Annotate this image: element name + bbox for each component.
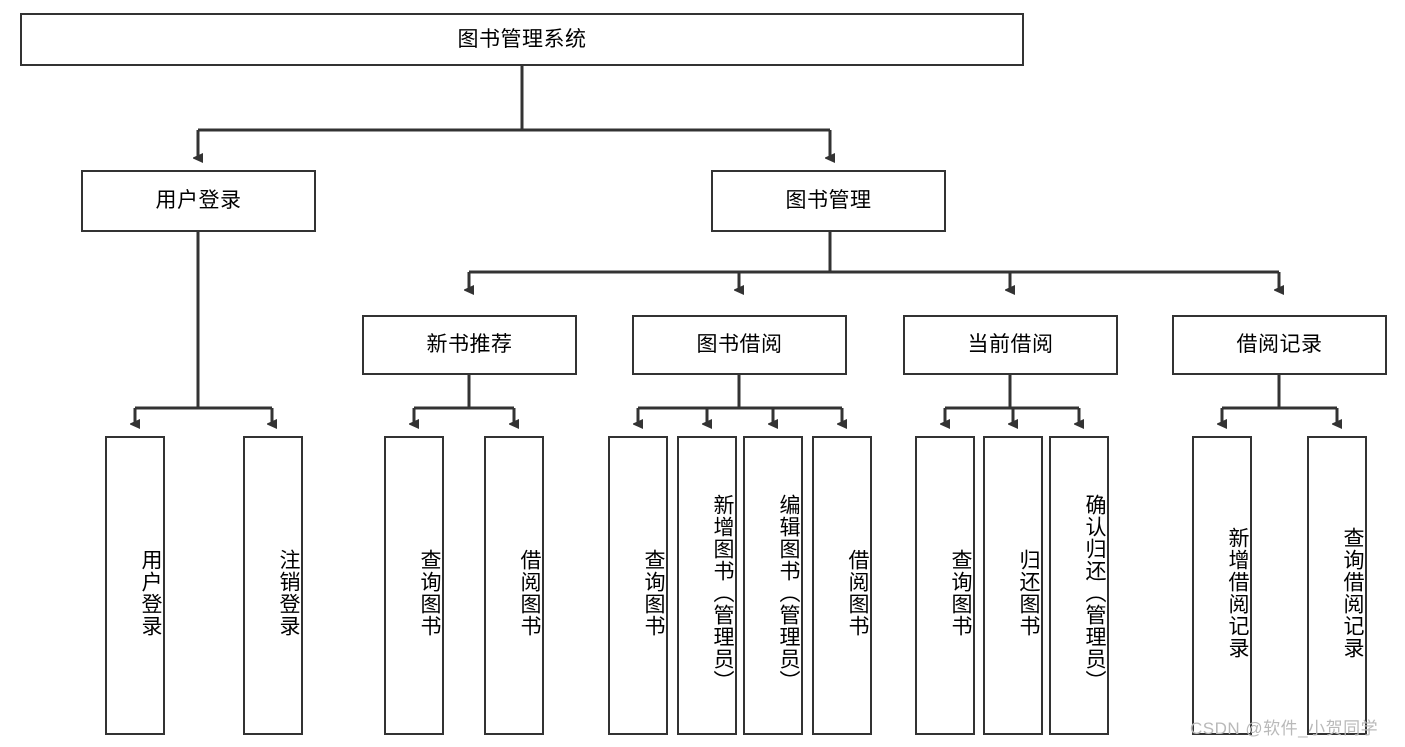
node-label: 注销登录 <box>277 548 300 637</box>
leaf-query-book-3[interactable]: 查询图书 <box>915 436 975 735</box>
node-label: 用户登录 <box>155 189 242 213</box>
leaf-logout-login[interactable]: 注销登录 <box>243 436 303 735</box>
node-label: 借阅图书 <box>518 548 541 637</box>
node-label: 当前借阅 <box>967 333 1054 357</box>
leaf-edit-book[interactable]: 编辑图书（管理员） <box>743 436 803 735</box>
node-label: 新增图书（管理员） <box>711 493 734 692</box>
leaf-add-record[interactable]: 新增借阅记录 <box>1192 436 1252 735</box>
leaf-borrow-book-2[interactable]: 借阅图书 <box>812 436 872 735</box>
node-label: 借阅图书 <box>846 548 869 637</box>
node-label: 图书借阅 <box>696 333 783 357</box>
node-root-book-management-system[interactable]: 图书管理系统 <box>20 13 1024 66</box>
node-book-borrow[interactable]: 图书借阅 <box>632 315 847 375</box>
node-label: 编辑图书（管理员） <box>777 493 800 692</box>
leaf-query-record[interactable]: 查询借阅记录 <box>1307 436 1367 735</box>
node-new-book-recommend[interactable]: 新书推荐 <box>362 315 577 375</box>
leaf-return-book[interactable]: 归还图书 <box>983 436 1043 735</box>
leaf-user-login[interactable]: 用户登录 <box>105 436 165 735</box>
node-label: 查询图书 <box>642 548 665 637</box>
leaf-query-book-2[interactable]: 查询图书 <box>608 436 668 735</box>
leaf-query-book-1[interactable]: 查询图书 <box>384 436 444 735</box>
node-label: 图书管理 <box>785 189 872 213</box>
leaf-borrow-book-1[interactable]: 借阅图书 <box>484 436 544 735</box>
node-label: 借阅记录 <box>1236 333 1323 357</box>
node-label: 查询图书 <box>949 548 972 637</box>
leaf-add-book[interactable]: 新增图书（管理员） <box>677 436 737 735</box>
node-label: 归还图书 <box>1017 548 1040 637</box>
node-borrow-record[interactable]: 借阅记录 <box>1172 315 1387 375</box>
node-label: 新书推荐 <box>426 333 513 357</box>
node-label: 用户登录 <box>139 548 162 637</box>
node-book-manage[interactable]: 图书管理 <box>711 170 946 232</box>
node-current-borrow[interactable]: 当前借阅 <box>903 315 1118 375</box>
node-label: 查询图书 <box>418 548 441 637</box>
node-label: 查询借阅记录 <box>1341 526 1364 659</box>
csdn-watermark: CSDN @软件_小贺同学 <box>1190 719 1379 738</box>
leaf-confirm-return[interactable]: 确认归还（管理员） <box>1049 436 1109 735</box>
node-user-login[interactable]: 用户登录 <box>81 170 316 232</box>
node-label: 新增借阅记录 <box>1226 526 1249 659</box>
node-label: 图书管理系统 <box>457 27 587 51</box>
node-label: 确认归还（管理员） <box>1083 493 1106 692</box>
